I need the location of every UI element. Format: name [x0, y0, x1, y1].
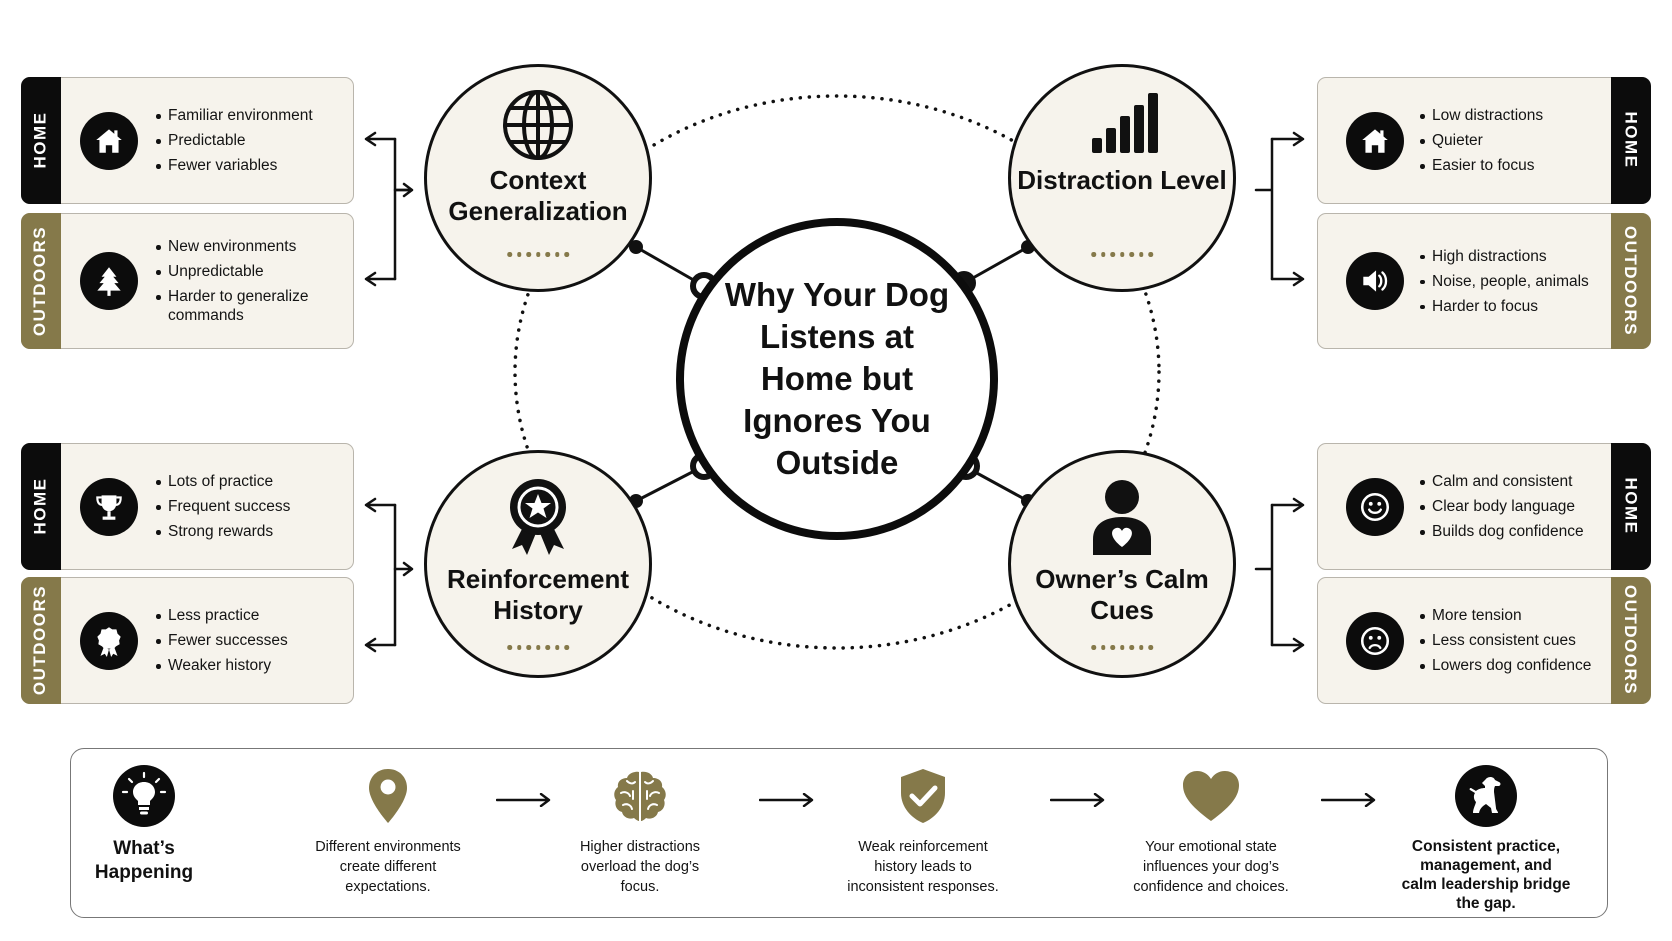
bullet: Harder to generalize commands [154, 287, 344, 325]
summary-step: Consistent practice, management, and cal… [1401, 761, 1571, 913]
bullet: New environments [154, 237, 344, 256]
bullet: Predictable [154, 131, 344, 150]
summary-step-text: Your emotional state influences your dog… [1133, 839, 1289, 895]
main-title: Why Your Dog Listens at Home but Ignores… [724, 276, 950, 481]
hub-title: Owner’s Calm Cues [1035, 564, 1209, 625]
reinforcement-outdoors-panel: OUTDOORS Less practice Fewer successes W… [20, 576, 354, 704]
context-generalization-hub: Context Generalization [424, 64, 652, 292]
arrow-right-icon [759, 793, 814, 807]
bullet: Lowers dog confidence [1418, 656, 1598, 675]
dot-divider [1091, 252, 1153, 257]
bullet-list: Lots of practice Frequent success Strong… [154, 444, 344, 569]
distraction-home-panel: HOME Low distractions Quieter Easier to … [1317, 76, 1651, 204]
bullet: Calm and consistent [1418, 472, 1598, 491]
bullet: More tension [1418, 606, 1598, 625]
bullet: Less practice [154, 606, 344, 625]
bullet: Low distractions [1418, 106, 1598, 125]
distraction-outdoors-panel: OUTDOORS High distractions Noise, people… [1317, 212, 1651, 349]
summary-heading-text: What’s Happening [94, 838, 194, 883]
summary-step-text: Consistent practice, management, and cal… [1401, 838, 1571, 912]
outdoors-tab: OUTDOORS [20, 576, 61, 704]
outdoors-tab: OUTDOORS [1610, 576, 1651, 704]
bullet: Unpredictable [154, 262, 344, 281]
bullet-list: Familiar environment Predictable Fewer v… [154, 78, 344, 203]
hub-title: Distraction Level [1017, 165, 1227, 195]
summary-bar: What’s Happening Different environments … [70, 748, 1608, 918]
trophy-icon [80, 478, 138, 536]
person-heart-icon [1093, 480, 1151, 555]
arrow-right-icon [1050, 793, 1105, 807]
bullet-list: Calm and consistent Clear body language … [1418, 444, 1598, 569]
signal-bars-icon [1092, 93, 1158, 153]
hub-title: Reinforcement History [446, 564, 630, 625]
home-tab: HOME [1610, 76, 1651, 204]
home-tab: HOME [1610, 442, 1651, 570]
summary-step: Weak reinforcement history leads to inco… [837, 761, 1009, 897]
location-pin-icon [353, 761, 423, 831]
bullet: Builds dog confidence [1418, 522, 1598, 541]
bullet-list: Less practice Fewer successes Weaker his… [154, 578, 344, 703]
sad-face-icon [1346, 612, 1404, 670]
bullet-list: More tension Less consistent cues Lowers… [1418, 578, 1598, 703]
globe-icon [503, 90, 573, 160]
owner-calm-cues-hub: Owner’s Calm Cues [1008, 450, 1236, 678]
bullet: Fewer variables [154, 156, 344, 175]
bullet: Strong rewards [154, 522, 344, 541]
award-ribbon-icon [510, 479, 566, 555]
summary-heading: What’s Happening [83, 761, 205, 885]
tree-icon [80, 252, 138, 310]
bullet-list: New environments Unpredictable Harder to… [154, 214, 344, 348]
summary-step: Higher distractions overload the dog’s f… [565, 761, 715, 897]
brain-icon [605, 761, 675, 831]
shield-check-icon [888, 761, 958, 831]
distraction-level-hub: Distraction Level [1008, 64, 1236, 292]
bullet: Easier to focus [1418, 156, 1598, 175]
bullet: Harder to focus [1418, 297, 1598, 316]
summary-step: Different environments create different … [303, 761, 473, 897]
dog-icon [1451, 761, 1521, 831]
summary-step-text: Different environments create different … [315, 839, 461, 895]
bullet-list: Low distractions Quieter Easier to focus [1418, 78, 1598, 203]
house-icon [1346, 112, 1404, 170]
speaker-icon [1346, 252, 1404, 310]
home-tab: HOME [20, 76, 61, 204]
bullet: Familiar environment [154, 106, 344, 125]
bullet: Frequent success [154, 497, 344, 516]
bullet: Quieter [1418, 131, 1598, 150]
summary-step-text: Higher distractions overload the dog’s f… [579, 839, 701, 895]
reinforcement-history-hub: Reinforcement History [424, 450, 652, 678]
owner-home-panel: HOME Calm and consistent Clear body lang… [1317, 442, 1651, 570]
summary-step: Your emotional state influences your dog… [1122, 761, 1300, 897]
summary-step-text: Weak reinforcement history leads to inco… [847, 839, 999, 895]
bullet: Fewer successes [154, 631, 344, 650]
dot-divider [1091, 645, 1153, 650]
context-home-panel: HOME Familiar environment Predictable Fe… [20, 76, 354, 204]
heart-icon [1176, 761, 1246, 831]
bullet: Weaker history [154, 656, 344, 675]
home-tab: HOME [20, 442, 61, 570]
badge-icon [80, 612, 138, 670]
bullet: High distractions [1418, 247, 1598, 266]
hub-title: Context Generalization [448, 165, 628, 226]
bullet: Noise, people, animals [1418, 272, 1598, 291]
dot-divider [507, 252, 569, 257]
reinforcement-home-panel: HOME Lots of practice Frequent success S… [20, 442, 354, 570]
bullet: Less consistent cues [1418, 631, 1598, 650]
house-icon [80, 112, 138, 170]
lightbulb-icon [109, 761, 179, 831]
dot-divider [507, 645, 569, 650]
bullet: Lots of practice [154, 472, 344, 491]
arrow-right-icon [496, 793, 551, 807]
central-title-circle: Why Your Dog Listens at Home but Ignores… [676, 218, 998, 540]
outdoors-tab: OUTDOORS [1610, 212, 1651, 349]
context-outdoors-panel: OUTDOORS New environments Unpredictable … [20, 212, 354, 349]
smiley-icon [1346, 478, 1404, 536]
outdoors-tab: OUTDOORS [20, 212, 61, 349]
bullet: Clear body language [1418, 497, 1598, 516]
bullet-list: High distractions Noise, people, animals… [1418, 214, 1598, 348]
arrow-right-icon [1321, 793, 1376, 807]
owner-outdoors-panel: OUTDOORS More tension Less consistent cu… [1317, 576, 1651, 704]
